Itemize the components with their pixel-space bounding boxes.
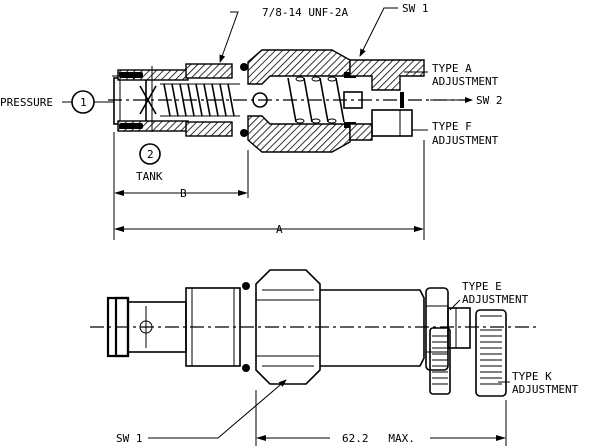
- exterior-view: [90, 269, 540, 397]
- poppet-seat: [139, 85, 157, 115]
- hex-body-lower: [247, 115, 351, 153]
- hex-body-upper: [247, 49, 351, 85]
- dimension-b: [113, 132, 249, 240]
- port2-callout: [139, 143, 161, 165]
- adjuster-housing-upper: [349, 59, 425, 91]
- port2-label: 2: [147, 148, 154, 161]
- check-ball: [252, 92, 268, 108]
- upper-seal: [119, 72, 143, 78]
- sw1-top-leader: [359, 7, 398, 57]
- type-k-knob-left: [429, 327, 451, 395]
- dim-a-label: A: [276, 223, 283, 236]
- type-e-stem: [447, 307, 471, 349]
- lower-seal: [119, 123, 143, 129]
- type-k-label-line1: TYPE K: [512, 370, 552, 383]
- sw1-top-label: SW 1: [402, 2, 429, 15]
- type-f-knob: [371, 109, 413, 137]
- type-a-label-line2: ADJUSTMENT: [432, 75, 499, 88]
- type-e-label-line1: TYPE E: [462, 280, 502, 293]
- exterior-hex: [255, 269, 321, 385]
- adjusting-stem: [343, 91, 363, 109]
- adjuster-housing-lower: [349, 123, 373, 141]
- dimension-max: [255, 390, 507, 446]
- type-e-label-line2: ADJUSTMENT: [462, 293, 529, 306]
- exterior-oring-lower: [242, 364, 250, 372]
- type-a-label-line1: TYPE A: [432, 62, 472, 75]
- oring-lower: [240, 129, 248, 137]
- type-f-label-line2: ADJUSTMENT: [432, 134, 499, 147]
- type-f-label-line1: TYPE F: [432, 120, 472, 133]
- thread-spec-label: 7/8-14 UNF-2A: [262, 6, 348, 19]
- type-k-knob-right: [475, 309, 507, 397]
- sw2-label: SW 2: [476, 94, 503, 107]
- set-screw: [400, 92, 404, 108]
- port1-label: 1: [80, 96, 87, 109]
- sw1-bottom-leader: [148, 379, 287, 439]
- section-view: [108, 49, 470, 153]
- dimension-a: [114, 140, 425, 240]
- exterior-thread: [185, 287, 241, 367]
- dim-b-label: B: [180, 187, 187, 200]
- oring-upper: [240, 63, 248, 71]
- dim-max-label: 62.2 MAX.: [342, 432, 415, 445]
- type-e-leader: [449, 299, 461, 311]
- cartridge-nose: [113, 77, 147, 125]
- pressure-label: PRESSURE: [0, 96, 53, 109]
- port1-callout: [71, 90, 95, 114]
- main-spring: [287, 76, 345, 124]
- type-k-label-line2: ADJUSTMENT: [512, 383, 579, 396]
- pilot-spring: [160, 83, 240, 117]
- exterior-cylinder: [320, 289, 425, 367]
- thread-upper: [185, 63, 233, 79]
- thread-leader: [219, 11, 239, 63]
- tank-label: TANK: [136, 170, 163, 183]
- exterior-oring-upper: [242, 282, 250, 290]
- sw1-bottom-label: SW 1: [116, 432, 143, 445]
- thread-lower: [185, 121, 233, 137]
